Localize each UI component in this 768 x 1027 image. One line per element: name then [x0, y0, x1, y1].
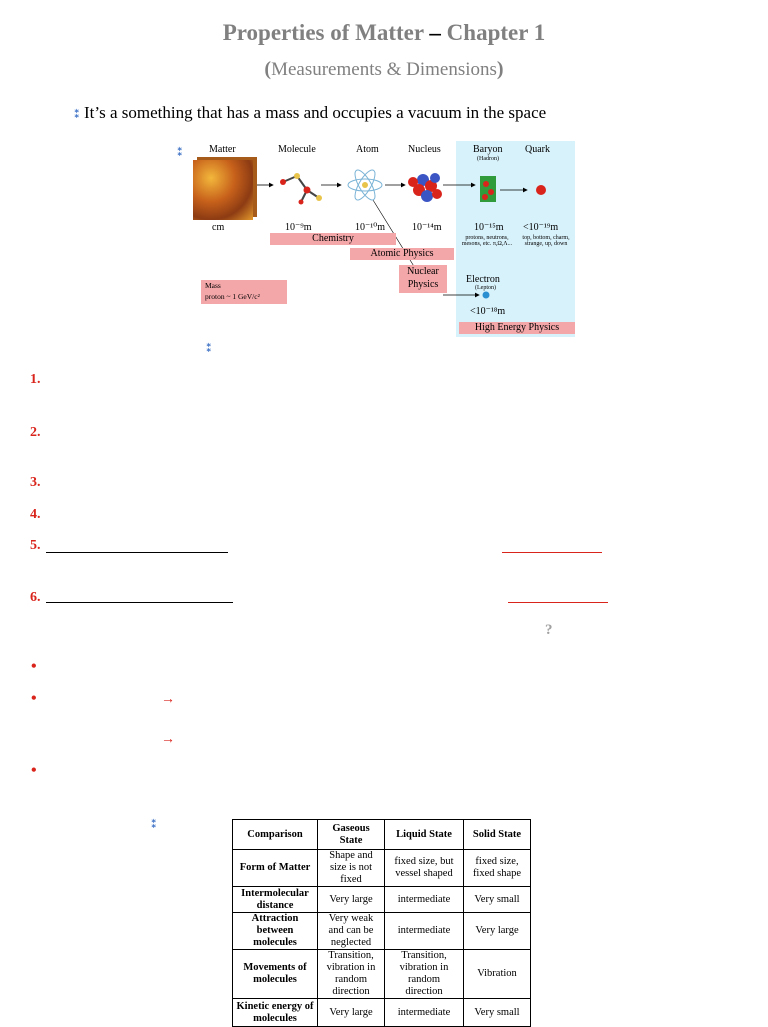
molecule-image — [280, 173, 322, 205]
intro-line: ⁑ It’s a something that has a mass and o… — [74, 103, 546, 123]
list-number-3: 3. — [30, 475, 41, 490]
red-bullet: • — [31, 762, 37, 779]
title-main: Properties of Matter — [222, 20, 424, 45]
table-row: Form of Matter Shape and size is not fix… — [232, 849, 531, 887]
baryon-note: protons, neutrons, mesons, etc. π,Ω,Λ... — [461, 235, 513, 247]
bullet-icon: ⁑ — [206, 343, 212, 355]
scale-baryon: 10⁻¹⁵m — [474, 222, 504, 233]
label-electron-sub: (Lepton) — [475, 285, 496, 291]
blank-line-6 — [46, 602, 233, 603]
table-header-cell: Comparison — [232, 819, 318, 850]
matter-scale-diagram: ⁑ Matter Molecule Atom Nucleus Baryon (H… — [175, 140, 580, 340]
scale-quark: <10⁻¹⁹m — [523, 222, 559, 233]
scale-electron: <10⁻¹⁸m — [470, 306, 506, 317]
question-mark: ? — [545, 622, 553, 638]
intro-text: It’s a something that has a mass and occ… — [84, 103, 547, 122]
quark-image — [536, 185, 546, 195]
table-cell: Very large — [463, 912, 531, 950]
quark-note: top, bottom, charm, strange, up, down — [522, 235, 570, 247]
states-comparison-table: Comparison Gaseous State Liquid State So… — [232, 819, 531, 1027]
electron-image — [482, 291, 490, 299]
title-dash: – — [423, 20, 447, 45]
bullet-icon: ⁑ — [74, 109, 80, 121]
mass-note-line1: Mass — [205, 281, 221, 290]
blank-line-5 — [46, 552, 228, 553]
red-arrow-icon: → — [161, 692, 175, 707]
list-number-5: 5. — [30, 538, 41, 553]
label-electron: Electron — [466, 274, 500, 285]
scale-molecule: 10⁻⁹m — [285, 222, 312, 233]
red-bullet: • — [31, 658, 37, 675]
table-cell: Kinetic energy of molecules — [232, 998, 318, 1027]
list-number-4: 4. — [30, 507, 41, 522]
table-cell: intermediate — [384, 912, 464, 950]
nucleus-image — [408, 173, 442, 202]
table-row: Kinetic energy of molecules Very large i… — [232, 998, 531, 1027]
high-energy-band: High Energy Physics — [459, 322, 575, 334]
subtitle-close-paren: ) — [496, 58, 504, 80]
table-cell: Very weak and can be neglected — [317, 912, 385, 950]
subtitle-text: Measurements & Dimensions — [271, 59, 497, 80]
table-cell: Transition, vibration in random directio… — [317, 949, 385, 999]
label-molecule: Molecule — [278, 144, 316, 155]
table-cell: Transition, vibration in random directio… — [384, 949, 464, 999]
table-cell: intermediate — [384, 886, 464, 913]
atom-image — [347, 169, 383, 201]
table-header-cell: Gaseous State — [317, 819, 385, 850]
table-cell: fixed size, fixed shape — [463, 849, 531, 887]
diagram-graphics — [257, 169, 546, 299]
page-subtitle: (Measurements & Dimensions) — [0, 58, 768, 81]
list-number-2: 2. — [30, 425, 41, 440]
mass-note-box: Mass proton ~ 1 GeV/c² — [201, 280, 287, 304]
table-row: Intermolecular distance Very large inter… — [232, 886, 531, 913]
table-cell: intermediate — [384, 998, 464, 1027]
table-row: Movements of molecules Transition, vibra… — [232, 949, 531, 999]
table-header-cell: Solid State — [463, 819, 531, 850]
label-quark: Quark — [525, 144, 550, 155]
title-chapter: Chapter 1 — [446, 20, 546, 45]
atomic-physics-band: Atomic Physics — [350, 248, 454, 260]
table-cell: Movements of molecules — [232, 949, 318, 999]
table-cell: Vibration — [463, 949, 531, 999]
table-cell: Very large — [317, 886, 385, 913]
subtitle-open-paren: ( — [264, 58, 272, 80]
list-number-6: 6. — [30, 590, 41, 605]
bullet-icon: ⁑ — [177, 147, 183, 159]
page-title: Properties of Matter – Chapter 1 — [0, 20, 768, 46]
high-energy-background — [456, 141, 575, 337]
table-cell: Attraction between molecules — [232, 912, 318, 950]
table-cell: Shape and size is not fixed — [317, 849, 385, 887]
mass-note-line2: proton ~ 1 GeV/c² — [205, 292, 260, 301]
red-blank-line-6 — [508, 602, 608, 603]
table-header-row: Comparison Gaseous State Liquid State So… — [232, 819, 531, 850]
label-matter: Matter — [209, 144, 236, 155]
scale-atom: 10⁻¹⁰m — [355, 222, 386, 233]
scale-nucleus: 10⁻¹⁴m — [412, 222, 442, 233]
red-arrow-icon: → — [161, 732, 175, 747]
chemistry-band: Chemistry — [270, 233, 396, 245]
scale-matter: cm — [212, 222, 225, 233]
table-cell: Very small — [463, 998, 531, 1027]
table-header-cell: Liquid State — [384, 819, 464, 850]
red-blank-line-5 — [502, 552, 602, 553]
table-cell: Very small — [463, 886, 531, 913]
label-atom: Atom — [356, 144, 379, 155]
list-number-1: 1. — [30, 372, 41, 387]
table-cell: Intermolecular distance — [232, 886, 318, 913]
table-cell: fixed size, but vessel shaped — [384, 849, 464, 887]
bullet-icon: ⁑ — [151, 819, 157, 831]
table-row: Attraction between molecules Very weak a… — [232, 912, 531, 950]
matter-cube-image — [193, 160, 253, 220]
table-cell: Very large — [317, 998, 385, 1027]
red-bullet: • — [31, 690, 37, 707]
label-baryon-sub: (Hadron) — [477, 156, 499, 162]
table-cell: Form of Matter — [232, 849, 318, 887]
nuclear-physics-band: Nuclear Physics — [399, 265, 447, 293]
label-baryon: Baryon — [473, 144, 503, 155]
label-nucleus: Nucleus — [408, 144, 441, 155]
baryon-image — [480, 176, 496, 202]
